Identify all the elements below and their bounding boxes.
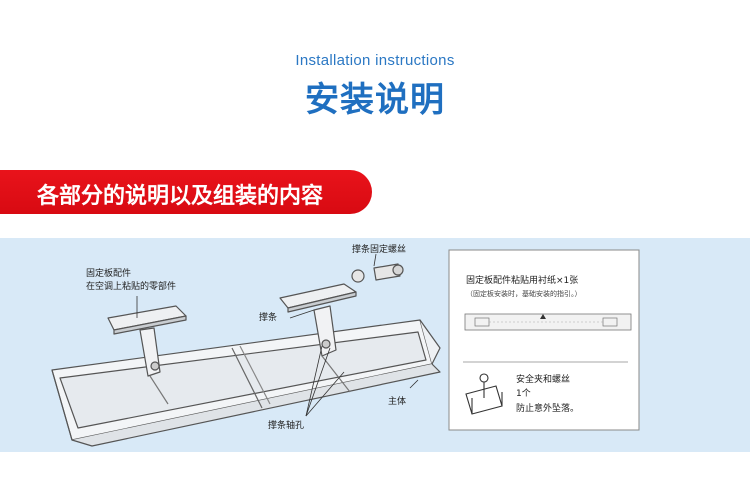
label-fixing-plate: 固定板配件 xyxy=(86,269,132,279)
label-strut-screw: 撑条固定螺丝 xyxy=(352,245,407,255)
section-banner-label: 各部分的说明以及组装的内容 xyxy=(37,184,324,209)
clip-count: 1个 xyxy=(516,389,531,399)
screw-icon xyxy=(351,269,365,283)
liner-paper-strip xyxy=(464,313,632,331)
page-title: 安装说明 xyxy=(305,80,445,120)
label-strut: 撑条 xyxy=(259,313,278,323)
label-strut-axle-hole: 撑条轴孔 xyxy=(268,421,305,431)
clip-title: 安全夹和螺丝 xyxy=(516,375,571,385)
section-banner: 各部分的说明以及组装的内容 xyxy=(0,170,372,214)
safety-clip-icon xyxy=(465,373,503,415)
label-main-body: 主体 xyxy=(388,397,407,407)
liner-title: 固定板配件粘贴用衬纸×1张 xyxy=(466,276,579,286)
subtitle-english: Installation instructions xyxy=(295,52,455,69)
clip-note: 防止意外坠落。 xyxy=(516,404,580,414)
liner-note: （固定板安装时，基础安装的指引。） xyxy=(466,290,582,298)
label-fixing-plate-desc: 在空调上粘贴的零部件 xyxy=(86,282,177,292)
